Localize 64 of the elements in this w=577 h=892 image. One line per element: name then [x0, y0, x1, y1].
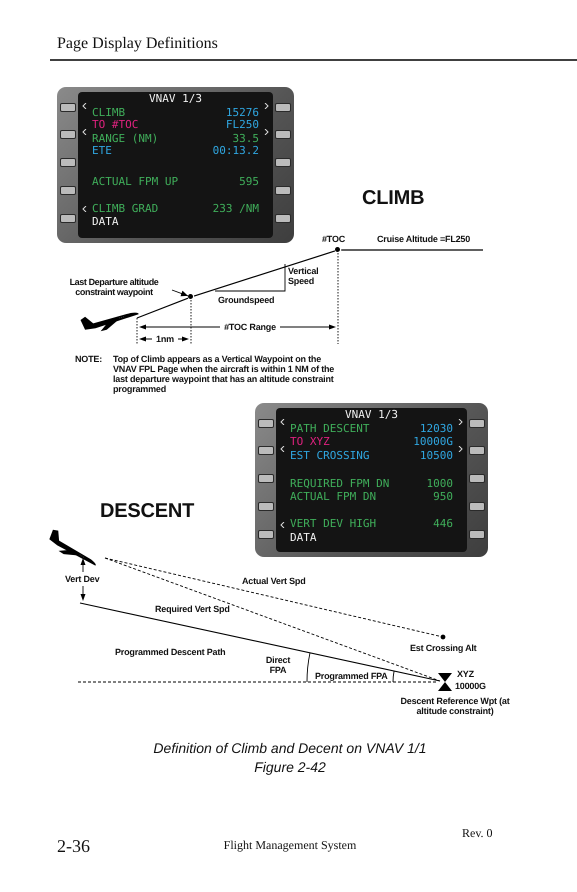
page-number: 2-36 — [57, 836, 90, 856]
display-text: CLIMB GRAD — [92, 203, 158, 215]
display-text: DATA — [92, 216, 118, 228]
display-text: RANGE (NM) — [92, 133, 158, 145]
waypoint-dot — [335, 247, 340, 252]
axis-label: Vertical Speed — [288, 266, 320, 286]
angle-label: Programmed FPA — [315, 671, 388, 681]
axis-label: Groundspeed — [218, 295, 274, 305]
callout-text: Last Departure altitude constraint waypoint — [58, 277, 170, 297]
note-text: Top of Climb appears as a Vertical Waypoint on the VNAV FPL Page when the aircraft is within 1 NM of the last departure waypoint that has an altitude constraint programmed — [113, 354, 336, 394]
point-label: #TOC — [322, 234, 346, 244]
display-text: 950 — [433, 491, 453, 503]
dimension-label: #TOC Range — [220, 322, 280, 332]
waypoint-label: Descent Reference Wpt (at altitude constraint) — [399, 696, 511, 716]
section-heading: CLIMB — [362, 187, 424, 209]
display-text: 595 — [239, 176, 259, 188]
waypoint-dot — [188, 294, 194, 300]
display-text: PATH DESCENT — [290, 423, 370, 435]
display-text: ETE — [92, 145, 112, 157]
flight-path-line — [341, 249, 483, 251]
dimension-label: Vert Dev — [65, 574, 100, 584]
display-text: 15276 — [226, 107, 259, 119]
page-heading: Page Display Definitions — [57, 35, 218, 53]
leader-line — [172, 290, 188, 296]
page-title-text: VNAV 1/3 — [148, 93, 203, 105]
display-text: EST CROSSING — [290, 450, 370, 462]
control-display-unit — [57, 87, 294, 243]
path-label: Required Vert Spd — [155, 604, 230, 614]
display-text: DATA — [290, 532, 316, 544]
flight-path-line — [194, 250, 336, 297]
display-text: 1000 — [426, 478, 453, 490]
display-text: TO #TOC — [92, 119, 138, 131]
figure-number: Figure 2-42 — [253, 759, 327, 775]
display-text: TO XYZ — [290, 436, 330, 448]
display-text: ACTUAL FPM UP — [92, 176, 178, 188]
display-text: REQUIRED FPM DN — [290, 478, 390, 490]
section-heading: DESCENT — [100, 500, 194, 522]
point-label: Est Crossing Alt — [410, 643, 476, 653]
display-text: 12030 — [420, 423, 453, 435]
angle-label: Direct FPA — [264, 655, 292, 675]
altitude-label: 10000G — [455, 681, 486, 691]
figure-caption: Definition of Climb and Decent on VNAV 1/1 — [152, 740, 428, 756]
revision-label: Rev. 0 — [462, 826, 493, 840]
display-text: 10500 — [420, 450, 453, 462]
display-text: 33.5 — [232, 133, 259, 145]
display-text: 00:13.2 — [212, 145, 259, 157]
display-text: 446 — [433, 518, 453, 530]
note-label: NOTE: — [75, 354, 102, 364]
display-text: 233 /NM — [212, 203, 259, 215]
footer-text: Flight Management System — [222, 838, 358, 852]
display-text: ACTUAL FPM DN — [290, 491, 376, 503]
path-label: Programmed Descent Path — [115, 647, 226, 657]
display-text: CLIMB — [92, 107, 126, 119]
control-display-unit — [255, 403, 488, 557]
altitude-label: Cruise Altitude =FL250 — [377, 234, 470, 244]
dimension-label: 1nm — [152, 334, 178, 344]
display-text: VERT DEV HIGH — [290, 518, 376, 530]
page-title-text: VNAV 1/3 — [344, 409, 399, 421]
display-text: FL250 — [226, 119, 259, 131]
waypoint-label: XYZ — [457, 669, 474, 679]
flight-path-line — [136, 298, 188, 319]
jet-aircraft-icon — [80, 312, 139, 332]
display-text: 10000G — [413, 436, 453, 448]
path-label: Actual Vert Spd — [242, 576, 306, 586]
